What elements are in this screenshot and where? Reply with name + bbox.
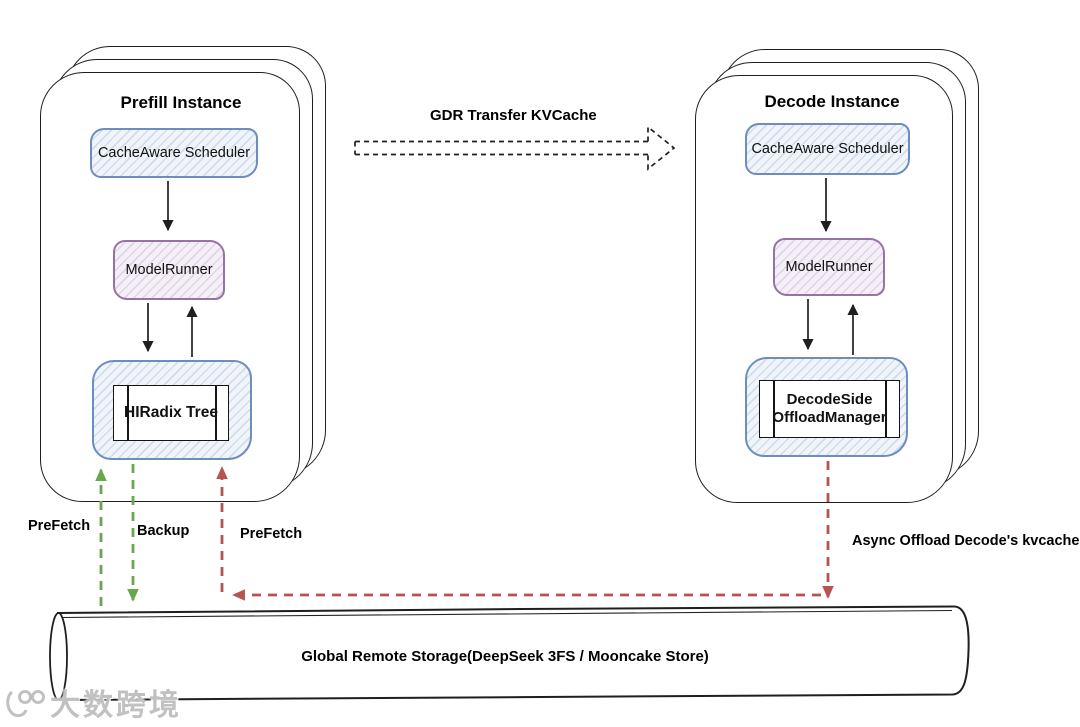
global-remote-storage-cylinder	[49, 605, 970, 702]
hiradix-label: HIRadix Tree	[124, 404, 218, 422]
decode-title: Decode Instance	[764, 92, 900, 111]
decode-offload-manager-node: DecodeSide OffloadManager	[745, 357, 908, 457]
storage-body	[56, 605, 970, 702]
prefetch-left-label: PreFetch	[28, 518, 91, 534]
gdr-transfer-label: GDR Transfer KVCache	[430, 107, 597, 124]
offload-left-divider	[773, 381, 775, 437]
storage-top-doubled-line	[61, 609, 953, 619]
watermark-logo-icon	[6, 690, 45, 718]
hiradix-right-divider	[215, 386, 217, 440]
decode-scheduler-label: CacheAware Scheduler	[751, 140, 904, 157]
prefill-modelrunner-node: ModelRunner	[113, 240, 225, 300]
hiradix-inner-table: HIRadix Tree	[113, 385, 229, 441]
watermark-text: 大数跨境	[50, 689, 182, 722]
async-offload-label: Async Offload Decode's kvcache	[852, 533, 1080, 549]
prefill-hiradix-tree-node: HIRadix Tree	[92, 360, 252, 460]
offload-inner-table: DecodeSide OffloadManager	[759, 380, 900, 438]
prefill-cacheaware-scheduler-node: CacheAware Scheduler	[90, 128, 258, 178]
prefill-scheduler-label: CacheAware Scheduler	[97, 144, 251, 161]
decode-runner-label: ModelRunner	[785, 258, 873, 275]
watermark: 大数跨境	[4, 680, 182, 724]
gdr-arrow-head	[647, 125, 676, 171]
offload-label: DecodeSide OffloadManager	[772, 391, 886, 427]
decode-cacheaware-scheduler-node: CacheAware Scheduler	[745, 123, 910, 175]
gdr-transfer-block-arrow	[354, 125, 676, 171]
prefill-runner-label: ModelRunner	[125, 261, 213, 278]
backup-label: Backup	[137, 523, 190, 539]
prefetch-right-label: PreFetch	[240, 526, 303, 542]
offload-label-line2: OffloadManager	[772, 409, 887, 426]
prefill-title: Prefill Instance	[120, 93, 242, 112]
decode-modelrunner-node: ModelRunner	[773, 238, 885, 296]
hiradix-left-divider	[127, 386, 129, 440]
offload-right-divider	[885, 381, 887, 437]
storage-label: Global Remote Storage(DeepSeek 3FS / Moo…	[301, 648, 709, 665]
offload-label-line1: DecodeSide	[786, 391, 873, 408]
storage-left-cap	[49, 612, 68, 701]
